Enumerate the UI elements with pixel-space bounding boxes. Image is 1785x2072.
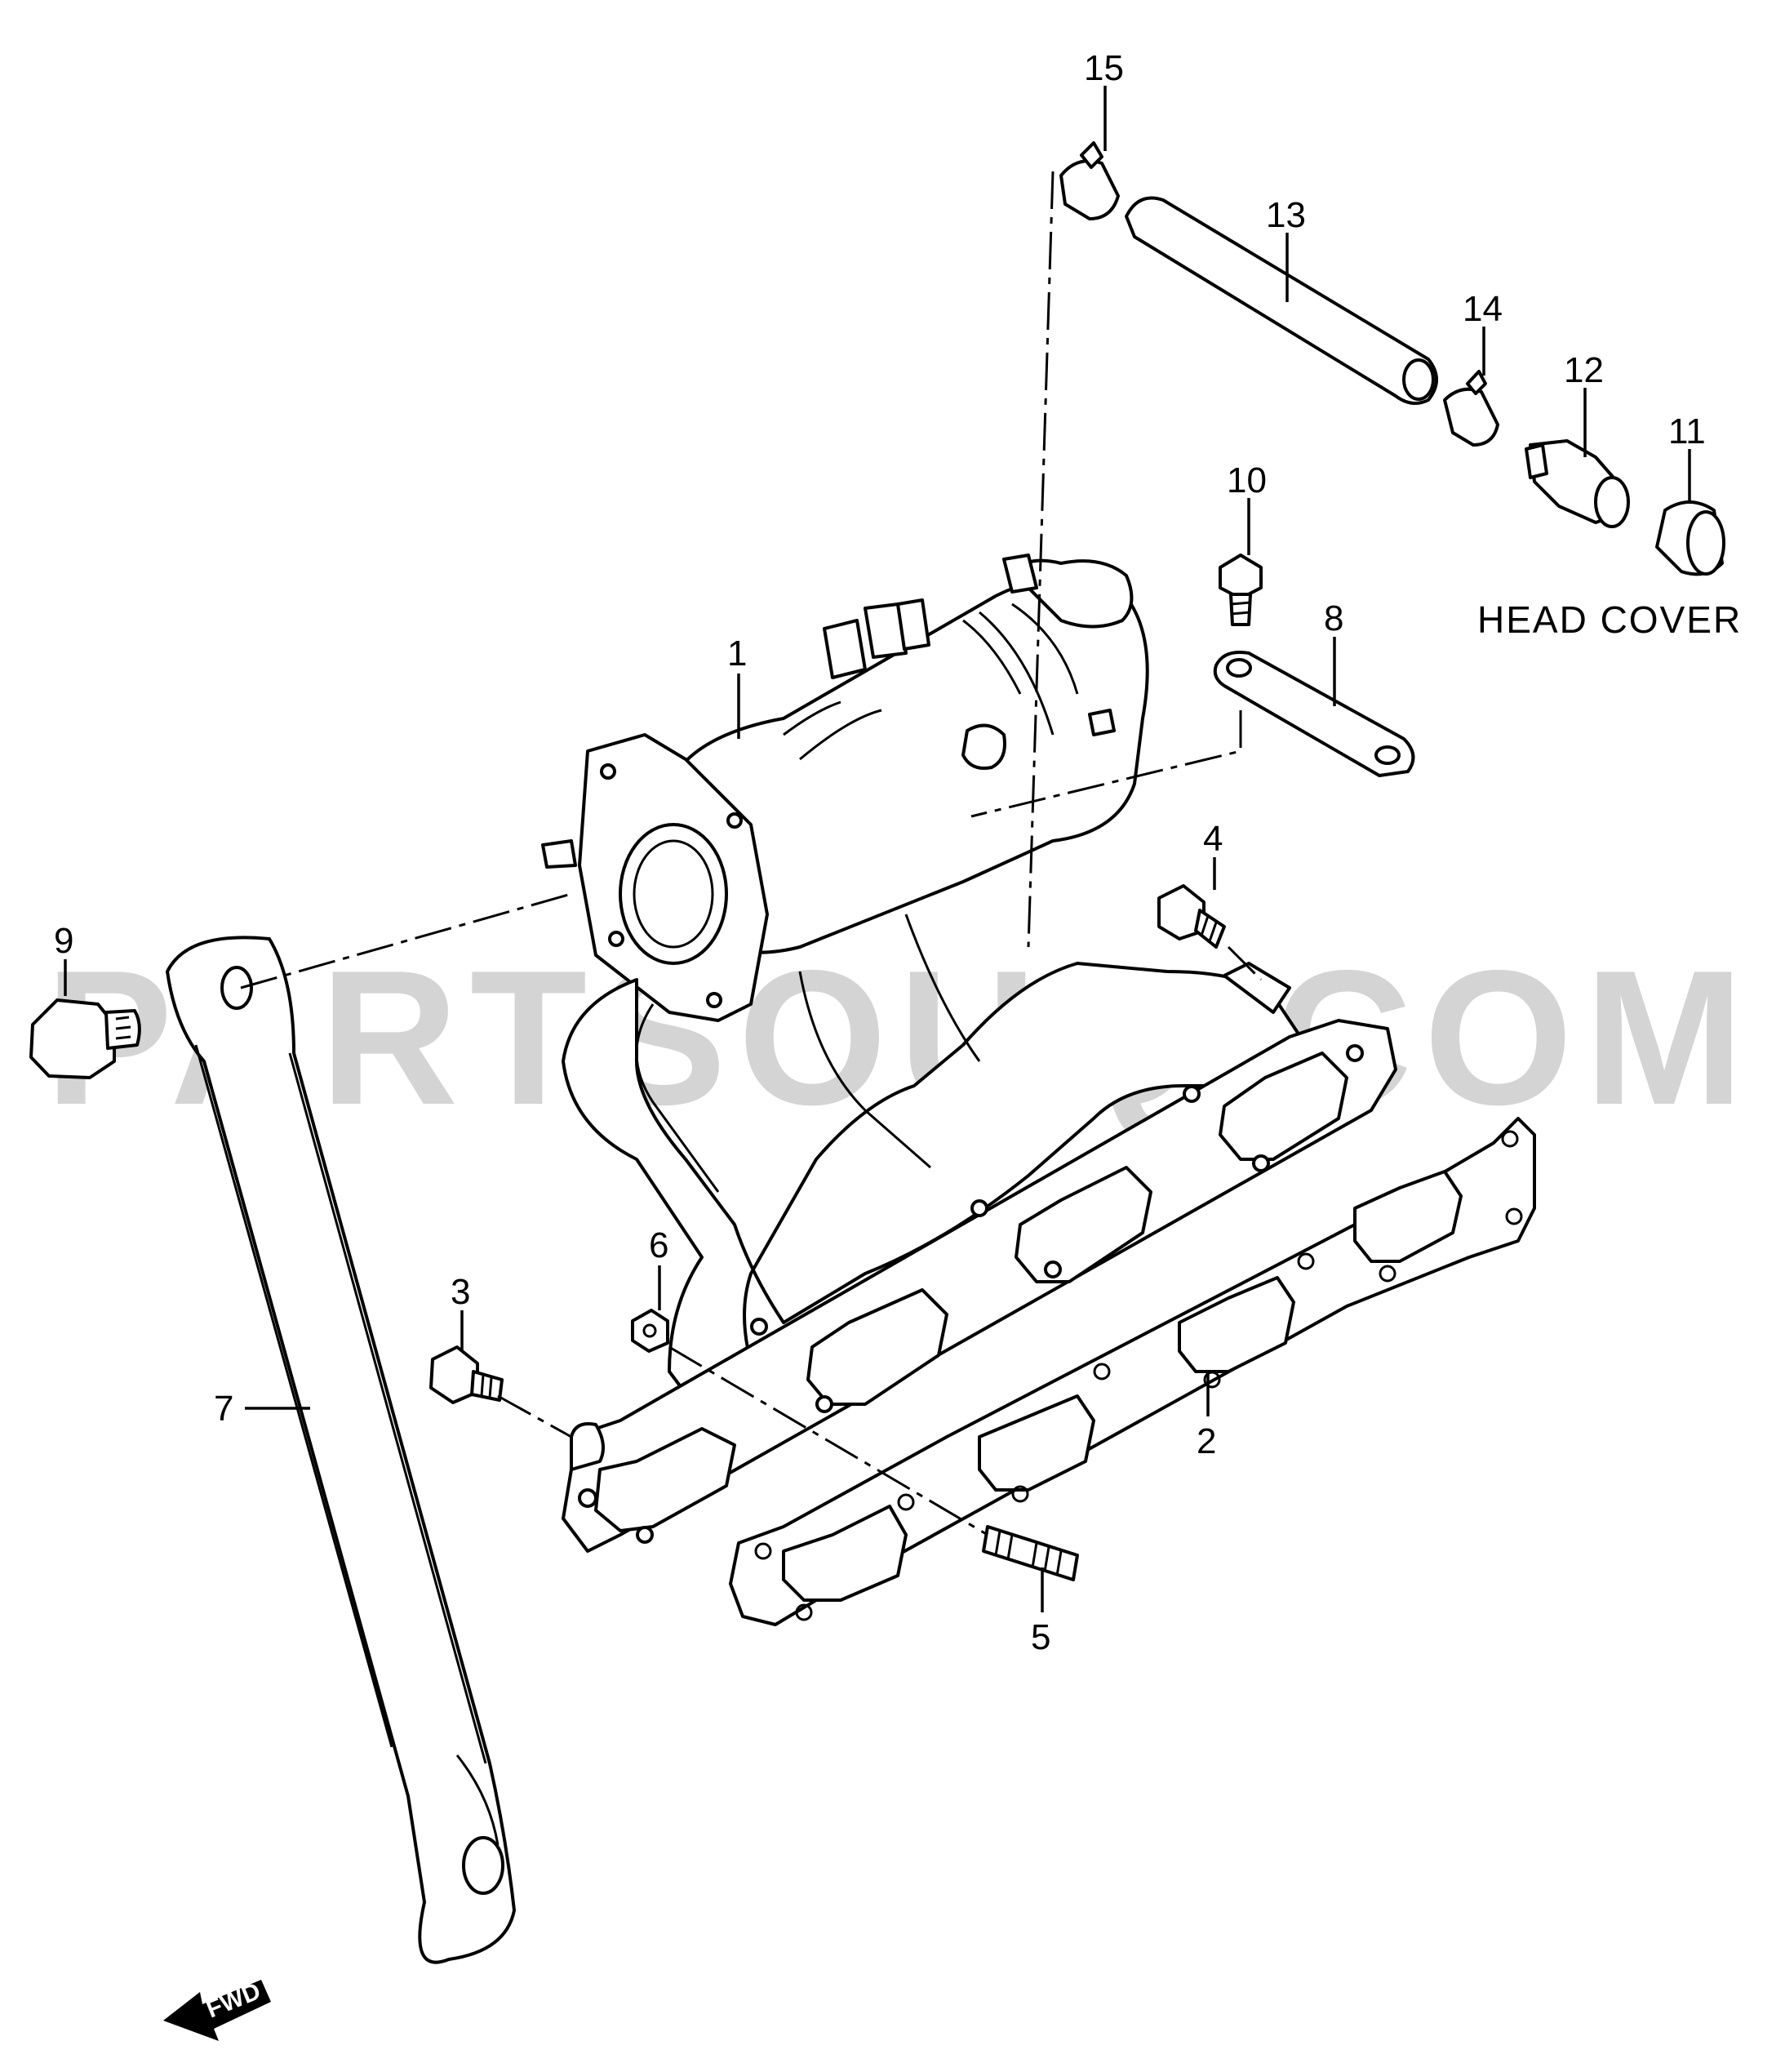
part-8-bracket-plate[interactable] bbox=[1213, 651, 1415, 777]
callout-5: 5 bbox=[1031, 1617, 1050, 1657]
callout-11: 11 bbox=[1668, 411, 1706, 451]
callout-3: 3 bbox=[451, 1272, 470, 1312]
callouts: 1 2 3 4 5 6 7 8 9 10 11 12 13 14 15 bbox=[54, 48, 1706, 1657]
callout-6: 6 bbox=[649, 1225, 668, 1265]
part-12-pcv-valve[interactable] bbox=[1525, 439, 1630, 528]
part-5-stud[interactable] bbox=[982, 1525, 1079, 1581]
part-10-bolt[interactable] bbox=[1219, 554, 1263, 626]
alignment-lines bbox=[240, 171, 1263, 1536]
part-6-nut[interactable] bbox=[631, 1309, 669, 1353]
callout-4: 4 bbox=[1203, 819, 1223, 859]
part-11-grommet[interactable] bbox=[1655, 500, 1725, 576]
fwd-arrow-icon: FWD bbox=[163, 1977, 271, 2041]
callout-12: 12 bbox=[1564, 350, 1604, 390]
part-1-intake-manifold[interactable] bbox=[541, 554, 1397, 1553]
leader-lines bbox=[64, 86, 1691, 1612]
callout-14: 14 bbox=[1463, 289, 1503, 329]
callout-13: 13 bbox=[1266, 195, 1306, 235]
callout-9: 9 bbox=[54, 921, 73, 961]
part-13-hose[interactable] bbox=[1125, 196, 1438, 405]
callout-1: 1 bbox=[727, 634, 747, 674]
head-cover-label: HEAD COVER bbox=[1477, 598, 1742, 641]
part-2-gasket[interactable] bbox=[729, 1117, 1536, 1626]
callout-10: 10 bbox=[1227, 460, 1267, 500]
callout-7: 7 bbox=[214, 1389, 233, 1429]
callout-2: 2 bbox=[1197, 1421, 1216, 1461]
part-9-bolt[interactable] bbox=[29, 998, 141, 1079]
part-15-clamp[interactable] bbox=[1059, 141, 1120, 220]
part-3-bolt[interactable] bbox=[429, 1345, 504, 1404]
part-14-clamp[interactable] bbox=[1443, 370, 1499, 447]
callout-8: 8 bbox=[1324, 598, 1343, 638]
part-4-bolt[interactable] bbox=[1157, 884, 1226, 949]
part-7-bracket[interactable] bbox=[166, 936, 516, 1964]
callout-15: 15 bbox=[1084, 48, 1124, 88]
